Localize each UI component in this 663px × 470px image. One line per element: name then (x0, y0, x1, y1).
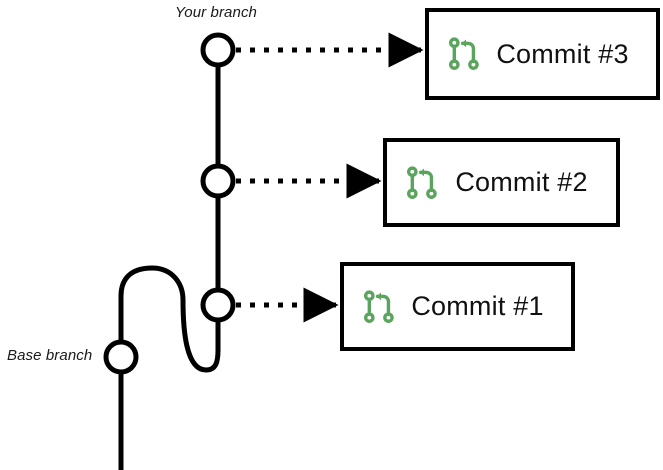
git-pull-request-icon (449, 37, 479, 70)
branch-merge-curve (118, 265, 221, 373)
git-pull-request-icon (364, 289, 394, 323)
commit-box-3[interactable]: Commit #3 (425, 8, 660, 100)
commit-box-2-label: Commit #2 (455, 167, 588, 197)
commit-box-3-label: Commit #3 (496, 38, 629, 69)
commit-box-1-label: Commit #1 (411, 291, 544, 321)
commit-node-2[interactable] (200, 163, 236, 199)
your-branch-label: Your branch (175, 4, 257, 21)
base-branch-node[interactable] (103, 339, 139, 375)
git-pull-request-icon (407, 165, 437, 199)
commit-node-1[interactable] (200, 287, 236, 323)
commit-box-2[interactable]: Commit #2 (383, 138, 620, 227)
commit-box-1[interactable]: Commit #1 (340, 262, 575, 351)
commit-node-3[interactable] (200, 32, 236, 68)
base-branch-label: Base branch (7, 347, 93, 364)
